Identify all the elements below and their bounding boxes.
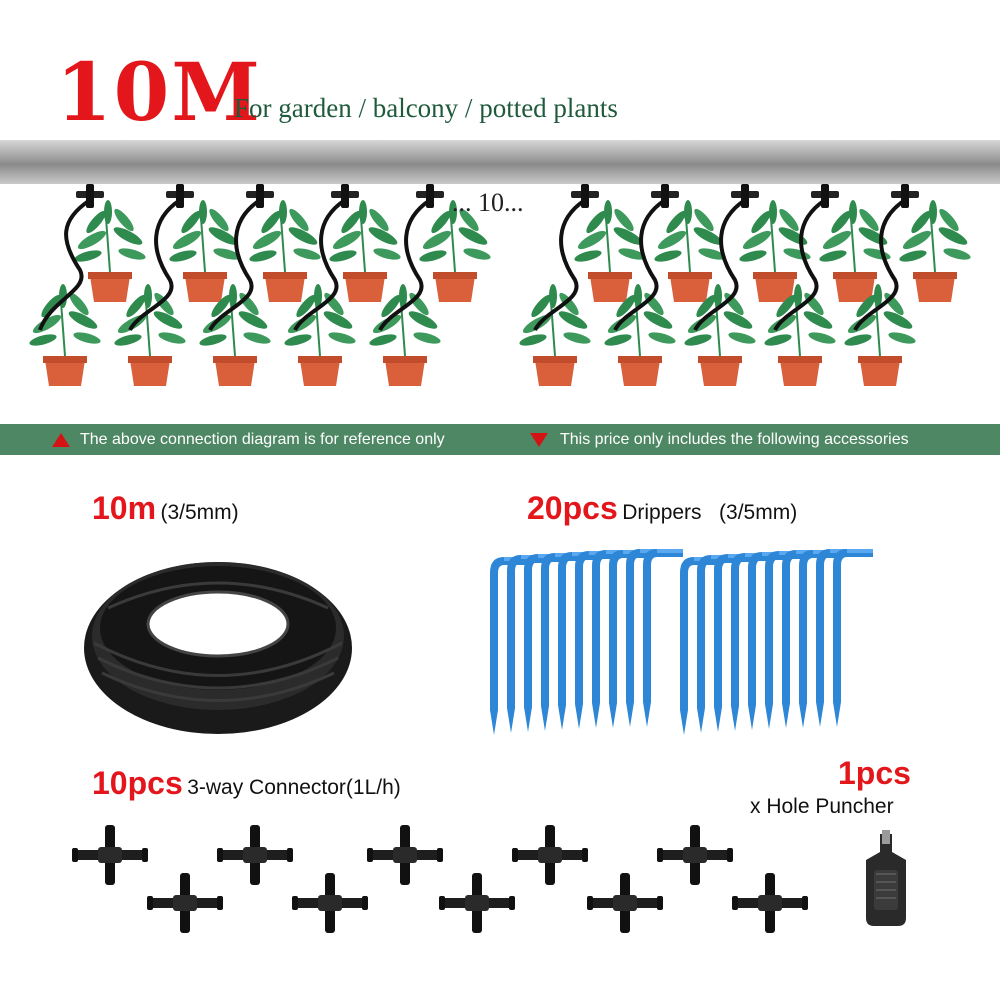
drippers-image	[490, 549, 873, 735]
warning-triangle-down-icon	[530, 433, 548, 447]
item-connectors-qty: 10pcs	[92, 765, 183, 801]
notice-includes-accessories: This price only includes the following a…	[560, 431, 909, 448]
hole-puncher-image	[866, 830, 906, 926]
item-drippers-label: 20pcs Drippers (3/5mm)	[527, 490, 797, 527]
item-puncher-qty: 1pcs	[838, 755, 911, 791]
notice-banner: The above connection diagram is for refe…	[0, 424, 1000, 455]
right-plant-group	[517, 184, 973, 387]
subtitle-usage: For garden / balcony / potted plants	[234, 93, 618, 123]
item-puncher-desc: x Hole Puncher	[750, 795, 894, 818]
connectors-image	[72, 825, 808, 933]
warning-triangle-up-icon	[52, 433, 70, 447]
item-connectors-desc: 3-way Connector(1L/h)	[187, 776, 401, 799]
main-pipe	[0, 140, 1000, 184]
item-connectors-label: 10pcs 3-way Connector(1L/h)	[92, 765, 401, 802]
item-drippers-qty: 20pcs	[527, 490, 618, 526]
left-plant-group	[27, 184, 493, 387]
item-drippers-desc: Drippers (3/5mm)	[622, 501, 798, 524]
repeat-ellipsis: ... 10...	[452, 188, 524, 217]
headline-length: 10M	[56, 45, 262, 139]
notice-reference-only: The above connection diagram is for refe…	[80, 431, 445, 448]
tubing-coil-image	[84, 562, 352, 734]
item-tubing-desc: (3/5mm)	[160, 501, 239, 524]
connection-diagram	[27, 184, 973, 387]
item-tubing-label: 10m (3/5mm)	[92, 490, 239, 527]
item-tubing-qty: 10m	[92, 490, 157, 526]
